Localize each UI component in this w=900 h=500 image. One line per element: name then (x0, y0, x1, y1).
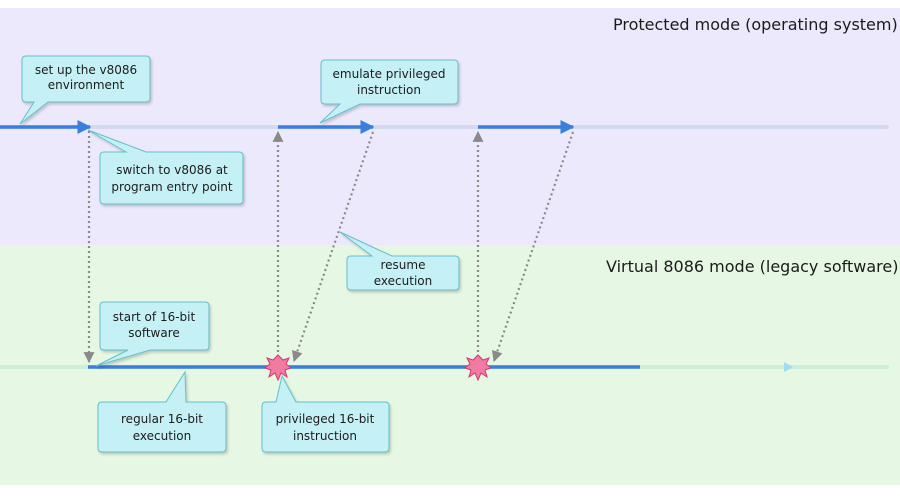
callout-regular-line-2: execution (133, 429, 191, 443)
callout-start-line-1: start of 16-bit (113, 310, 196, 324)
privileged-trap-burst-icon (463, 354, 493, 382)
callout-setup-line-2: environment (48, 78, 125, 92)
virtual-mode-title: Virtual 8086 mode (legacy software) (606, 257, 898, 276)
callout-emulate: emulate privileged instruction (319, 59, 459, 124)
callout-emulate-line-2: instruction (357, 83, 421, 97)
callout-regular-line-1: regular 16-bit (121, 412, 203, 426)
callout-regular: regular 16-bit execution (97, 370, 227, 453)
callout-privileged-line-1: privileged 16-bit (276, 412, 375, 426)
callout-start-line-2: software (128, 326, 180, 340)
transition-resume-2 (492, 131, 575, 363)
callout-resume-line-2: execution (374, 274, 432, 288)
transition-resume-1 (292, 131, 375, 363)
callout-privileged-line-2: instruction (293, 429, 357, 443)
protected-mode-title: Protected mode (operating system) (613, 15, 898, 34)
callout-switch: switch to v8086 at program entry point (87, 129, 244, 205)
callout-start: start of 16-bit software (95, 301, 210, 367)
legacy-execution-arrowhead (784, 362, 793, 372)
callout-privileged: privileged 16-bit instruction (261, 374, 390, 453)
callout-setup-line-1: set up the v8086 (35, 63, 137, 77)
callout-switch-line-1: switch to v8086 at (116, 163, 228, 177)
callout-emulate-line-1: emulate privileged (333, 67, 446, 81)
callout-setup: set up the v8086 environment (19, 55, 151, 125)
privileged-trap-burst-icon (263, 354, 293, 382)
callout-switch-line-2: program entry point (111, 180, 232, 194)
callout-resume-line-1: resume (381, 258, 426, 272)
callout-resume: resume execution (339, 231, 460, 291)
